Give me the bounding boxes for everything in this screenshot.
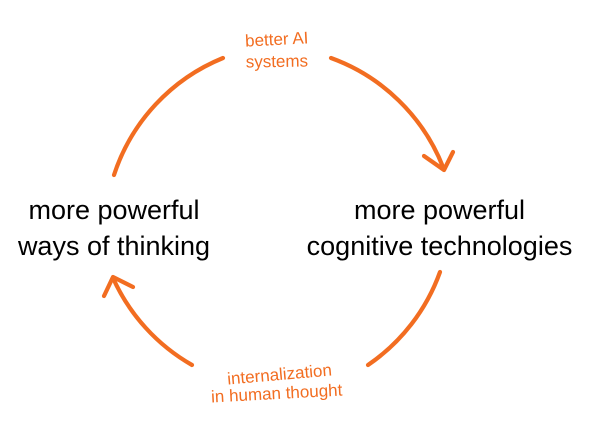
top-arc-left-segment bbox=[111, 55, 226, 178]
node-left-line1: more powerful bbox=[28, 195, 200, 225]
node-left-line2: ways of thinking bbox=[17, 231, 211, 261]
node-right-line1: more powerful bbox=[353, 195, 526, 225]
arrowhead-right-down-icon bbox=[421, 149, 456, 173]
node-more-powerful-cognitive-technologies: more powerful cognitive technologies bbox=[288, 192, 591, 264]
bottom-arc-right-segment bbox=[365, 269, 443, 368]
node-right-line2: cognitive technologies bbox=[306, 231, 573, 261]
node-more-powerful-ways-of-thinking: more powerful ways of thinking bbox=[5, 192, 223, 264]
top-arrow-label-line1: better AI bbox=[245, 28, 309, 50]
bottom-arc-left-segment bbox=[110, 275, 195, 368]
arrowhead-left-up-icon bbox=[101, 274, 136, 299]
top-arc-right-segment bbox=[328, 55, 446, 170]
top-arrow-label-line2: systems bbox=[246, 51, 309, 71]
